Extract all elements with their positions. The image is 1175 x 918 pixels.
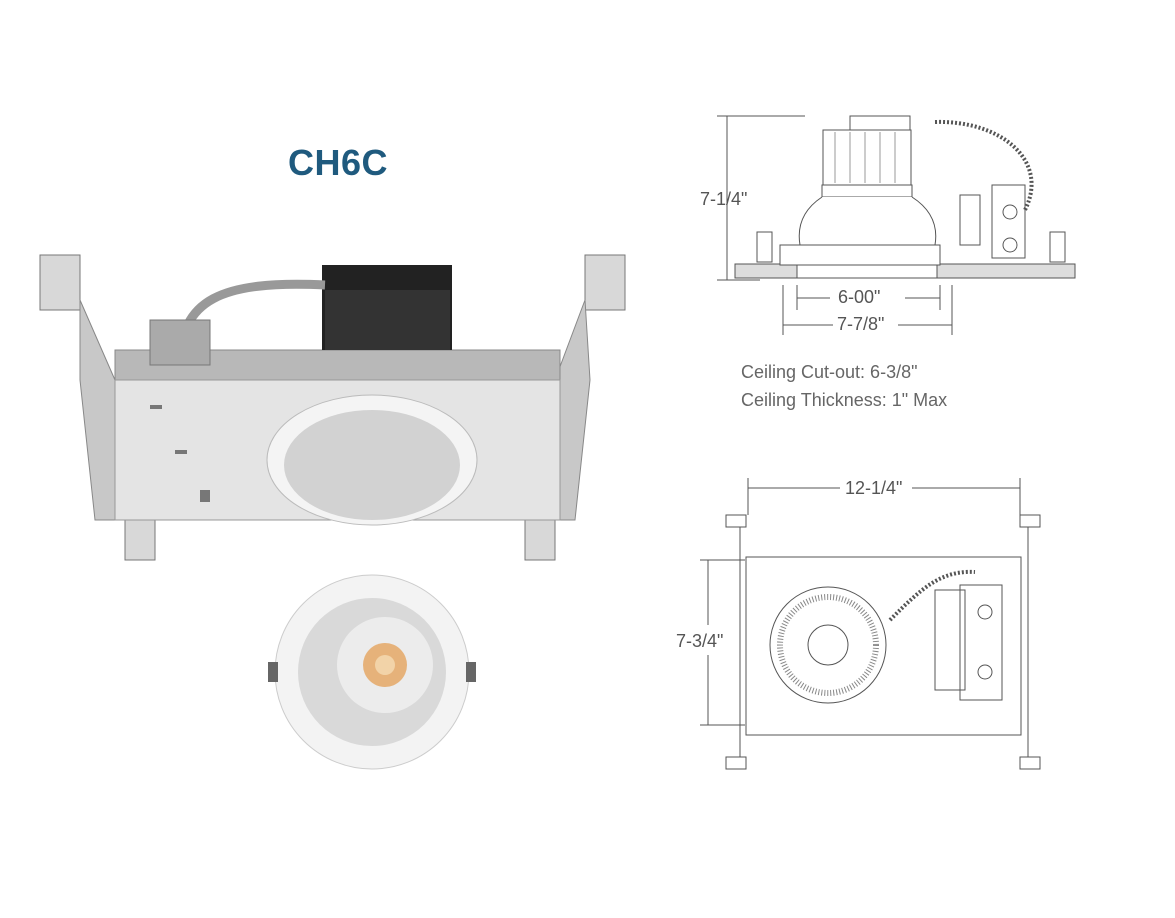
plan-view-drawing — [700, 478, 1041, 770]
flange-dimension-label: 7-7/8" — [837, 314, 885, 334]
width-dimension-label: 12-1/4" — [845, 478, 903, 498]
depth-dimension-label: 7-3/4" — [676, 631, 724, 651]
product-title: CH6C — [288, 142, 389, 183]
ceiling-cutout-note: Ceiling Cut-out: 6-3/8" — [741, 362, 918, 382]
aperture-dimension-label: 6-00" — [838, 287, 881, 307]
housing-render — [39, 254, 626, 561]
trim-front-render — [268, 574, 476, 770]
height-dimension-label: 7-1/4" — [700, 189, 748, 209]
ceiling-thickness-note: Ceiling Thickness: 1" Max — [741, 390, 948, 410]
side-elevation-drawing — [717, 115, 1076, 335]
